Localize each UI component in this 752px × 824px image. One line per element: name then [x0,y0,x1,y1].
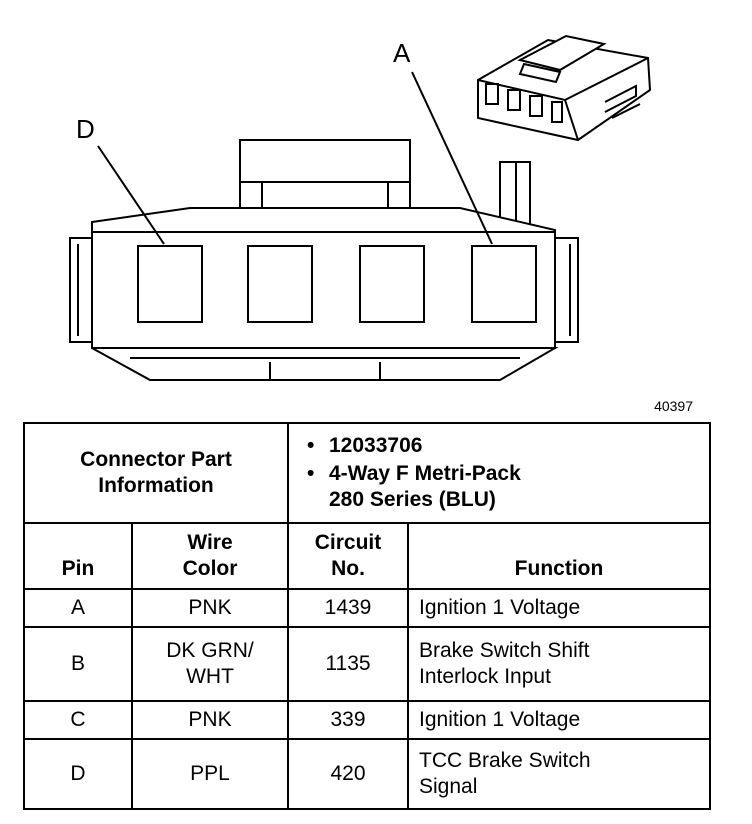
circuit-line-1: Circuit [314,530,382,554]
connector-table: Connector Part Information 12033706 4-Wa… [23,422,711,810]
function-cell: TCC Brake Switch Signal [407,738,711,810]
table-row: B DK GRN/ WHT 1135 Brake Switch Shift In… [23,626,711,702]
connector-isometric-view [477,34,652,142]
header-line-1: Connector Part [80,447,232,471]
figure-number: 40397 [654,398,693,414]
table-row: A PNK 1439 Ignition 1 Voltage [23,588,711,628]
function-cell: Ignition 1 Voltage [407,588,711,628]
circuit-cell: 1439 [287,588,409,628]
column-header-row: Pin Wire Color Circuit No. Function [23,522,711,590]
wire-color-line: DK GRN/ [166,638,254,662]
pin-cell: C [23,700,133,740]
pin-cell: B [23,626,133,702]
part-number: 12033706 [307,433,709,460]
connector-description: 4-Way F Metri-Pack 280 Series (BLU) [307,461,709,514]
function-line: Brake Switch Shift [419,638,590,662]
cavity-b [359,245,425,323]
wire-color-cell: PNK [131,700,289,740]
header-line-2: Information [98,474,214,497]
col-header-pin: Pin [23,522,133,590]
callout-label-d: D [76,114,95,144]
circuit-cell: 1135 [287,626,409,702]
wire-color-cell: DK GRN/ WHT [131,626,289,702]
callout-d-leader [97,145,165,245]
col-header-function: Function [407,522,711,590]
connector-info-row: Connector Part Information 12033706 4-Wa… [23,422,711,524]
circuit-cell: 420 [287,738,409,810]
connector-part-info-header: Connector Part Information [23,422,289,524]
col-header-wire-color: Wire Color [131,522,289,590]
function-line: Signal [419,775,478,798]
wire-color-line-2: Color [182,556,238,580]
connector-drawing: D A [69,34,652,381]
wire-color-cell: PPL [131,738,289,810]
table-row: C PNK 339 Ignition 1 Voltage [23,700,711,740]
description-line-1: 4-Way F Metri-Pack [329,461,521,485]
wire-color-cell: PNK [131,588,289,628]
col-header-circuit: Circuit No. [287,522,409,590]
pin-cell: A [23,588,133,628]
table-row: D PPL 420 TCC Brake Switch Signal [23,738,711,810]
wire-color-line: WHT [186,665,234,688]
function-line: TCC Brake Switch [419,748,591,772]
cavity-a [471,245,537,323]
connector-front-view [69,139,579,381]
circuit-line-2: No. [331,556,365,580]
function-line: Interlock Input [419,665,551,688]
callout-label-a: A [393,38,411,68]
connector-part-info-values: 12033706 4-Way F Metri-Pack 280 Series (… [287,422,711,524]
pin-cell: D [23,738,133,810]
circuit-cell: 339 [287,700,409,740]
cavity-c [247,245,313,323]
callout-a-leader [411,71,493,245]
wire-color-line-1: Wire [187,530,233,554]
function-cell: Ignition 1 Voltage [407,700,711,740]
cavity-d [137,245,203,323]
function-cell: Brake Switch Shift Interlock Input [407,626,711,702]
description-line-2: 280 Series (BLU) [329,488,496,512]
